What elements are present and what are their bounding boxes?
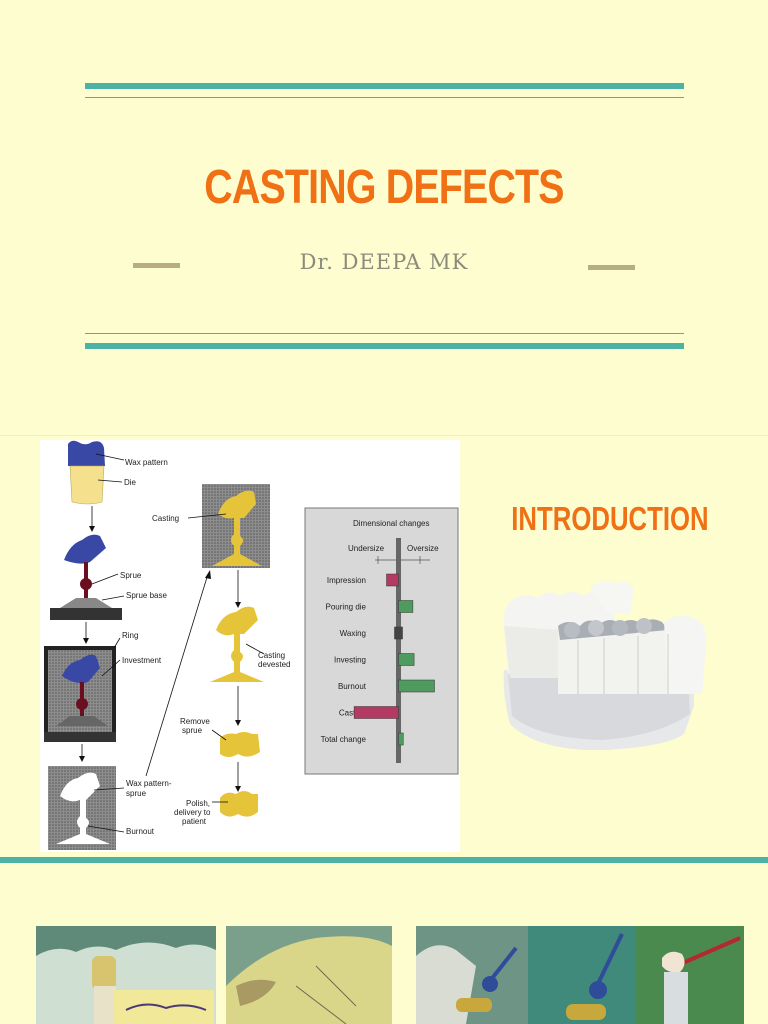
- label-polish-1: Polish,: [186, 799, 210, 808]
- chart-row-label: Burnout: [338, 682, 367, 691]
- photo-sprue-2: [528, 926, 636, 1024]
- chart-row-label: Total change: [321, 735, 367, 744]
- label-burnout: Burnout: [126, 827, 155, 836]
- devested-casting: [210, 606, 264, 682]
- mid-rule-thin: [85, 333, 684, 334]
- label-polish-2: delivery to: [174, 808, 211, 817]
- casting-process-svg: Wax pattern Die Sprue Sprue base Ring In…: [44, 440, 459, 850]
- section-divider-line: [0, 435, 768, 436]
- chart-bar: [394, 626, 403, 640]
- dental-model-photo: [498, 574, 730, 754]
- arrow-to-casting: [145, 573, 209, 777]
- label-sprue-base: Sprue base: [126, 591, 167, 600]
- chart-row-label: Waxing: [340, 629, 366, 638]
- sprue-base-plate: [50, 608, 122, 620]
- casting-process-diagram: Wax pattern Die Sprue Sprue base Ring In…: [40, 440, 460, 852]
- dimensional-changes-chart: Dimensional changes Undersize Oversize I…: [304, 507, 459, 775]
- label-polish-3: patient: [182, 817, 207, 826]
- polished-casting: [220, 791, 258, 817]
- label-casting: Casting: [152, 514, 179, 523]
- label-remove-sprue-1: Remove: [180, 717, 210, 726]
- chart-row-label: Impression: [327, 576, 366, 585]
- photo-sprue-1: [416, 926, 528, 1024]
- chart-title: Dimensional changes: [353, 519, 430, 528]
- wax-pattern-on-die: [68, 440, 105, 505]
- sprue-removed-casting: [220, 732, 260, 757]
- slide-title: CASTING DEFECTS: [204, 161, 564, 214]
- label-wax-pattern: Wax pattern: [125, 458, 168, 467]
- chart-row-label: Investing: [334, 656, 366, 665]
- top-rule-thin: [85, 97, 684, 98]
- chart-oversize-label: Oversize: [407, 544, 439, 553]
- label-casting-devested-1: Casting: [258, 651, 285, 660]
- label-casting-devested-2: devested: [258, 660, 290, 669]
- chart-bar: [398, 653, 415, 666]
- left-dash: [133, 263, 180, 268]
- chart-bar: [398, 732, 404, 746]
- photo-sprue-3: [636, 926, 744, 1024]
- label-ring: Ring: [122, 631, 138, 640]
- mid-rule-thick: [85, 343, 684, 349]
- photo-cast-model-1: [36, 926, 216, 1024]
- chart-row-label: Casting: [339, 709, 366, 718]
- chart-bar: [353, 706, 399, 719]
- author-name: Dr. DEEPA MK: [299, 250, 469, 274]
- label-sprue: Sprue: [120, 571, 142, 580]
- chart-bar: [386, 573, 399, 587]
- chart-row-label: Pouring die: [326, 603, 367, 612]
- top-rule-thick: [85, 83, 684, 89]
- label-wax-pattern-sprue-1: Wax pattern-: [126, 779, 172, 788]
- label-wax-pattern-sprue-2: sprue: [126, 789, 147, 798]
- photo-cast-model-2: [226, 926, 392, 1024]
- label-remove-sprue-2: sprue: [182, 726, 203, 735]
- label-investment: Investment: [122, 656, 162, 665]
- bottom-rule: [0, 857, 768, 863]
- section-heading: INTRODUCTION: [511, 500, 709, 537]
- label-die: Die: [124, 478, 137, 487]
- chart-center-axis: [396, 538, 401, 763]
- chart-bar: [398, 679, 435, 693]
- chart-undersize-label: Undersize: [348, 544, 385, 553]
- chart-bar: [398, 600, 414, 613]
- sprued-wax-pattern: [64, 534, 106, 564]
- right-dash: [588, 265, 635, 270]
